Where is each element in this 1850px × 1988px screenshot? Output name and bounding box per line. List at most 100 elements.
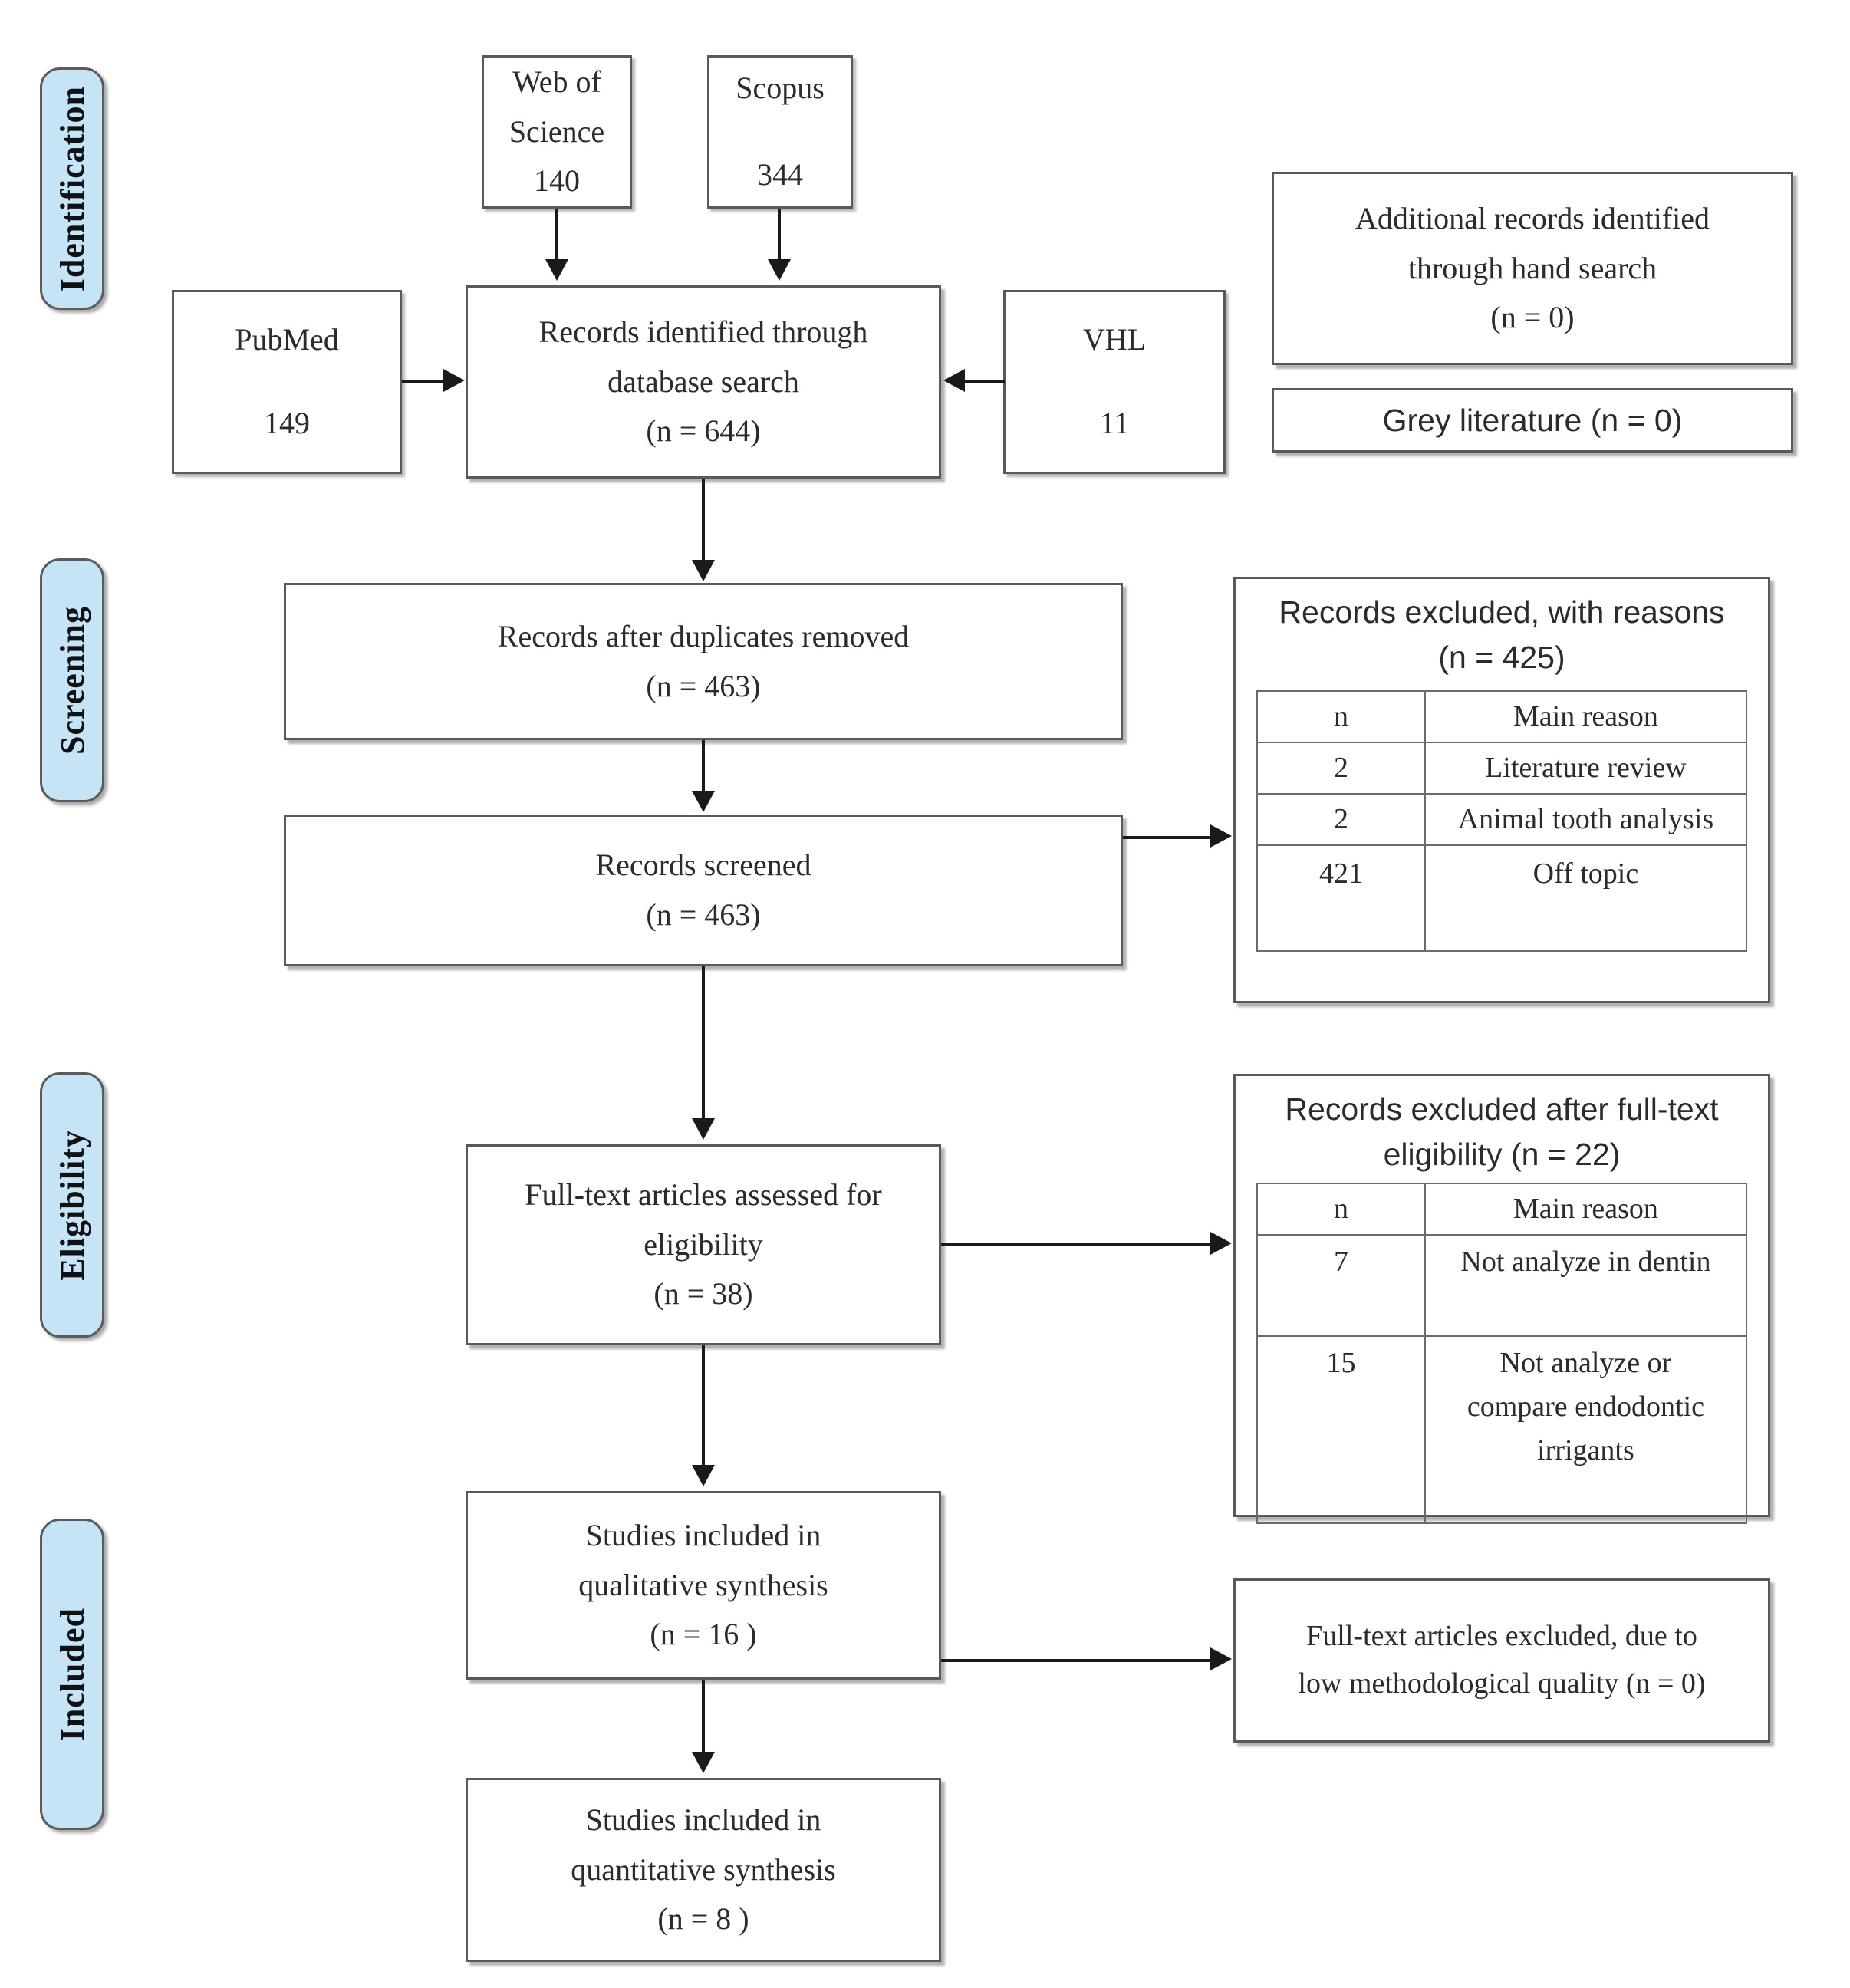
- fulltext-assessed-line2: eligibility: [644, 1226, 763, 1262]
- quantitative-synthesis-line2: quantitative synthesis: [571, 1851, 836, 1887]
- table-row: 2 Animal tooth analysis: [1256, 792, 1748, 846]
- qualitative-synthesis-line1: Studies included in: [585, 1517, 821, 1552]
- stage-tab-identification[interactable]: Identification: [40, 67, 104, 310]
- box-qualitative-synthesis[interactable]: Studies included in qualitative synthesi…: [466, 1491, 941, 1680]
- source-name-pubmed: PubMed: [235, 322, 339, 357]
- cell-n: 15: [1256, 1335, 1426, 1524]
- box-records-screened[interactable]: Records screened (n = 463): [284, 815, 1123, 966]
- arrowhead-wos-to-records: [545, 259, 568, 281]
- connector-wos-to-records: [555, 209, 558, 261]
- th-n: n: [1256, 690, 1426, 743]
- source-box-web-of-science[interactable]: Web of Science 140: [482, 55, 632, 209]
- arrowhead-fulltext-to-qualitative: [692, 1465, 715, 1486]
- connector-scopus-to-records: [778, 209, 781, 261]
- connector-pubmed-to-records: [402, 380, 445, 383]
- connector-fulltext-to-excluded: [941, 1243, 1213, 1246]
- table-row: 7 Not analyze in dentin: [1256, 1233, 1748, 1337]
- table-row: 2 Literature review: [1256, 741, 1748, 795]
- cell-reason: Literature review: [1424, 741, 1748, 795]
- additional-records-line3: (n = 0): [1490, 300, 1575, 335]
- qualitative-synthesis-line2: qualitative synthesis: [578, 1567, 828, 1602]
- connector-screened-to-excluded: [1123, 836, 1212, 839]
- connector-screened-to-fulltext: [702, 966, 705, 1120]
- th-n: n: [1256, 1182, 1426, 1236]
- duplicates-removed-line2: (n = 463): [646, 668, 761, 703]
- records-excluded-head-line2: (n = 425): [1438, 640, 1565, 676]
- cell-reason-line2: compare endodontic: [1467, 1390, 1705, 1423]
- box-fulltext-assessed[interactable]: Full-text articles assessed for eligibil…: [466, 1144, 941, 1345]
- connector-qualitative-to-lowquality: [941, 1659, 1213, 1662]
- cell-reason: Off topic: [1424, 844, 1748, 952]
- stage-tab-eligibility[interactable]: Eligibility: [40, 1072, 104, 1338]
- arrowhead-records-to-duplicates: [692, 560, 715, 581]
- arrowhead-duplicates-to-screened: [692, 791, 715, 812]
- source-box-scopus[interactable]: Scopus 344: [707, 55, 853, 209]
- cell-n: 7: [1256, 1233, 1426, 1337]
- fulltext-assessed-line3: (n = 38): [653, 1276, 753, 1312]
- box-records-identified[interactable]: Records identified through database sear…: [466, 285, 941, 479]
- th-reason: Main reason: [1424, 690, 1748, 743]
- cell-reason-line3: irrigants: [1537, 1433, 1634, 1466]
- cell-reason-line1: Not analyze or: [1499, 1346, 1672, 1379]
- records-identified-line3: (n = 644): [646, 413, 761, 449]
- arrowhead-qualitative-to-quantitative: [692, 1752, 715, 1773]
- table-header-row: n Main reason: [1256, 690, 1748, 743]
- fulltext-excluded-head-line1: Records excluded after full-text: [1285, 1091, 1719, 1127]
- source-box-pubmed[interactable]: PubMed 149: [172, 290, 402, 474]
- th-reason: Main reason: [1424, 1182, 1748, 1236]
- source-name-line2: Science: [509, 114, 605, 149]
- stage-label-screening: Screening: [53, 606, 91, 755]
- box-quantitative-synthesis[interactable]: Studies included in quantitative synthes…: [466, 1778, 941, 1962]
- duplicates-removed-line1: Records after duplicates removed: [497, 618, 910, 653]
- source-count-pubmed: 149: [264, 406, 310, 440]
- records-screened-line1: Records screened: [595, 848, 811, 883]
- records-identified-line1: Records identified through: [538, 314, 868, 349]
- arrowhead-screened-to-fulltext: [692, 1118, 715, 1140]
- table-row: 15 Not analyze or compare endodontic irr…: [1256, 1335, 1748, 1524]
- arrowhead-vhl-to-records: [943, 369, 965, 392]
- stage-label-eligibility: Eligibility: [53, 1129, 91, 1281]
- panel-records-excluded[interactable]: Records excluded, with reasons (n = 425)…: [1233, 577, 1770, 1003]
- stage-label-included: Included: [53, 1607, 91, 1742]
- source-name-line1: Web of: [512, 64, 601, 99]
- cell-reason: Animal tooth analysis: [1424, 792, 1748, 846]
- box-additional-records[interactable]: Additional records identified through ha…: [1272, 172, 1793, 365]
- grey-literature-label: Grey literature (n = 0): [1382, 402, 1683, 438]
- source-count-scopus: 344: [757, 157, 803, 192]
- arrowhead-screened-to-excluded: [1210, 824, 1232, 848]
- records-excluded-table: n Main reason 2 Literature review 2 Anim…: [1256, 690, 1748, 952]
- connector-records-to-duplicates: [702, 479, 705, 561]
- box-lowquality-excluded[interactable]: Full-text articles excluded, due to low …: [1233, 1578, 1770, 1743]
- stage-tab-included[interactable]: Included: [40, 1519, 104, 1830]
- box-grey-literature[interactable]: Grey literature (n = 0): [1272, 388, 1793, 453]
- box-duplicates-removed[interactable]: Records after duplicates removed (n = 46…: [284, 583, 1123, 740]
- source-count-vhl: 11: [1099, 406, 1130, 440]
- connector-qualitative-to-quantitative: [702, 1680, 705, 1753]
- records-identified-line2: database search: [607, 364, 799, 399]
- arrowhead-pubmed-to-records: [443, 369, 465, 392]
- source-box-vhl[interactable]: VHL 11: [1003, 290, 1226, 474]
- table-row: 421 Off topic: [1256, 844, 1748, 952]
- fulltext-assessed-line1: Full-text articles assessed for: [525, 1177, 882, 1212]
- arrowhead-scopus-to-records: [768, 259, 791, 281]
- connector-vhl-to-records: [963, 380, 1005, 383]
- stage-label-identification: Identification: [53, 85, 91, 292]
- cell-n: 421: [1256, 844, 1426, 952]
- cell-n: 2: [1256, 741, 1426, 795]
- panel-fulltext-excluded[interactable]: Records excluded after full-text eligibi…: [1233, 1074, 1770, 1524]
- stage-tab-screening[interactable]: Screening: [40, 558, 104, 802]
- table-header-row: n Main reason: [1256, 1182, 1748, 1236]
- additional-records-line1: Additional records identified: [1355, 200, 1710, 235]
- additional-records-line2: through hand search: [1407, 250, 1657, 285]
- fulltext-excluded-head-line2: eligibility (n = 22): [1383, 1137, 1621, 1173]
- connector-duplicates-to-screened: [702, 740, 705, 792]
- cell-n: 2: [1256, 792, 1426, 846]
- arrowhead-qualitative-to-lowquality: [1210, 1647, 1232, 1670]
- qualitative-synthesis-line3: (n = 16 ): [650, 1617, 757, 1652]
- source-name-scopus: Scopus: [736, 71, 825, 106]
- source-name-vhl: VHL: [1082, 322, 1147, 357]
- lowquality-excluded-line1: Full-text articles excluded, due to: [1306, 1620, 1697, 1653]
- fulltext-excluded-table: n Main reason 7 Not analyze in dentin 15…: [1256, 1182, 1748, 1524]
- source-count-web-of-science: 140: [534, 163, 580, 199]
